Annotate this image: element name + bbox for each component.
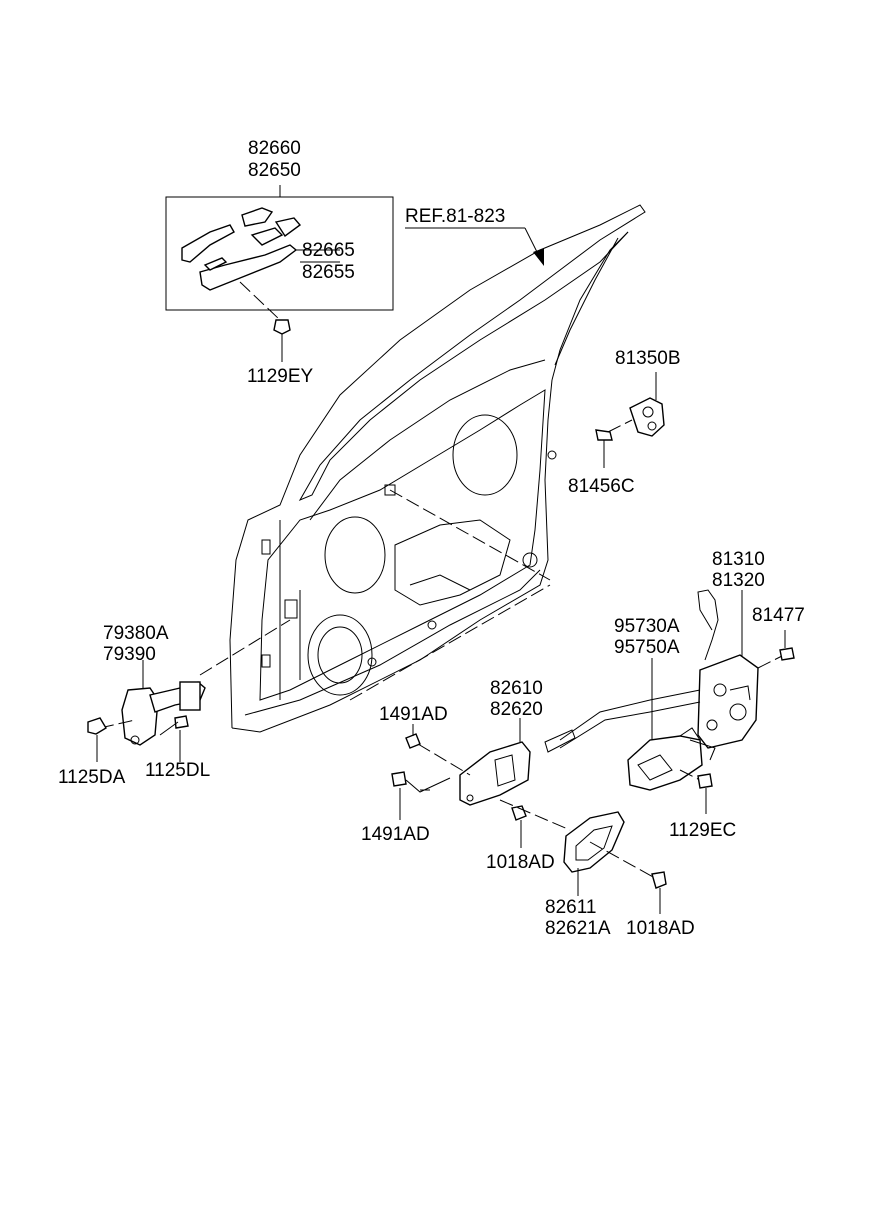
door-checker xyxy=(87,660,206,762)
latch-assembly xyxy=(544,589,795,814)
label-95750a: 95750A xyxy=(614,637,680,658)
label-81350b: 81350B xyxy=(615,348,681,369)
label-82650: 82650 xyxy=(248,160,301,181)
label-82621a: 82621A xyxy=(545,918,611,939)
label-82610: 82610 xyxy=(490,678,543,699)
label-1125dl: 1125DL xyxy=(145,760,210,781)
label-82620: 82620 xyxy=(490,699,543,720)
label-81310: 81310 xyxy=(712,549,765,570)
ref-arrow xyxy=(405,227,544,266)
label-1129ec: 1129EC xyxy=(669,820,736,841)
label-81477: 81477 xyxy=(752,605,805,626)
part-labels: 82660 82650 82665 82655 1129EY REF.81-82… xyxy=(58,138,805,939)
inside-handle xyxy=(391,718,571,848)
door-panel xyxy=(229,204,646,733)
screw-1129ey xyxy=(239,281,291,362)
label-79380a: 79380A xyxy=(103,623,169,644)
label-82665: 82665 xyxy=(302,240,355,261)
label-1129ey: 1129EY xyxy=(247,366,314,387)
striker-assembly xyxy=(595,372,665,468)
label-1018ad-cover: 1018AD xyxy=(626,918,695,939)
label-1125da: 1125DA xyxy=(58,767,126,788)
outside-handle-group xyxy=(165,185,394,311)
label-1491ad-lower: 1491AD xyxy=(361,824,430,845)
label-81456c: 81456C xyxy=(568,476,635,497)
alignment-lines xyxy=(199,489,551,791)
label-ref: REF.81-823 xyxy=(405,206,505,227)
inside-handle-cover xyxy=(563,811,667,914)
label-81320: 81320 xyxy=(712,570,765,591)
label-82660: 82660 xyxy=(248,138,301,159)
label-82611: 82611 xyxy=(545,897,596,918)
label-1018ad-handle: 1018AD xyxy=(486,852,555,873)
label-1491ad-upper: 1491AD xyxy=(379,704,448,725)
label-95730a: 95730A xyxy=(614,616,680,637)
label-79390: 79390 xyxy=(103,644,156,665)
label-82655: 82655 xyxy=(302,262,355,283)
